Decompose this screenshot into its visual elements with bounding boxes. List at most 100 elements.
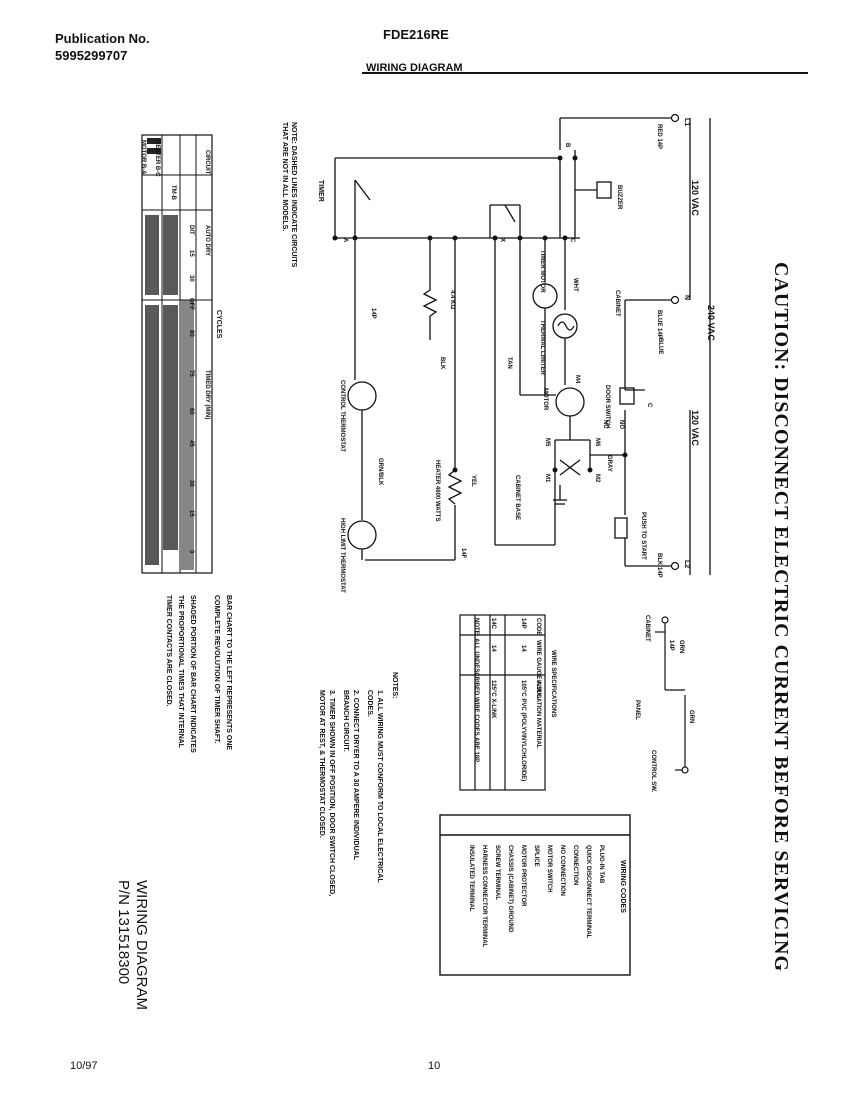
- cycles-row-motor: MOTOR B-A: [140, 140, 146, 175]
- label-l1-wire: RED 14P: [656, 124, 662, 150]
- wire-spec-note: NOTE: ALL UNDESCRIBED WIRE CODES ARE 18P…: [473, 618, 479, 764]
- cycles-timed-30: 30: [188, 480, 194, 487]
- label-wire-14p: 14P: [370, 308, 376, 319]
- wiring-code-7: MOTOR PROTECTOR: [520, 845, 526, 907]
- wiring-code-10: HARNESS CONNECTOR TERMINAL: [481, 845, 487, 948]
- bar-chart-note-5: TIMER CONTACTS ARE CLOSED.: [165, 595, 172, 707]
- label-m4: M4: [574, 375, 580, 384]
- label-buzzer: BUZZER: [616, 185, 622, 210]
- footer-page: 10: [428, 1060, 441, 1072]
- label-wht: WHT: [572, 278, 578, 292]
- wire-spec-row2-gauge: 14: [490, 645, 496, 652]
- ground-label-14p: 14P: [668, 640, 674, 651]
- cycles-timed-75: 75: [188, 370, 194, 377]
- wiring-codes-title: WIRING CODES: [619, 860, 626, 913]
- wire-spec-table: [459, 614, 546, 791]
- label-tan: TAN: [506, 357, 512, 369]
- wire-spec-header-insulation: INSULATION MATERIAL: [535, 680, 541, 749]
- l1-terminal: [670, 113, 680, 123]
- bar-chart-note-3: SHADED PORTION OF BAR CHART INDICATES: [189, 595, 196, 753]
- motor-symbol: [555, 387, 585, 417]
- label-nc: NC: [602, 420, 608, 429]
- bar-chart-note-1: BAR CHART TO THE LEFT REPRESENTS ONE: [225, 595, 232, 751]
- part-number: P/N 131518300: [115, 880, 132, 985]
- wire-spec-row1-gauge: 14: [520, 645, 526, 652]
- cycles-timed-45: 45: [188, 440, 194, 447]
- cycles-row-tm: TM-B: [170, 185, 176, 200]
- label-gray: GRAY: [606, 455, 612, 472]
- wiring-code-3: CONNECTION: [572, 845, 578, 886]
- ground-label-control: CONTROL SW.: [650, 750, 656, 793]
- header-rule: [362, 72, 808, 74]
- label-high-limit-thermostat: HIGH LIMIT THERMOSTAT: [339, 518, 345, 593]
- note-1: 1. ALL WIRING MUST CONFORM TO LOCAL ELEC…: [366, 690, 383, 883]
- caution-text: CAUTION: DISCONNECT ELECTRIC CURRENT BEF…: [770, 262, 792, 973]
- notes-title: NOTES:: [391, 672, 398, 699]
- label-no: NO: [618, 420, 624, 429]
- label-push-to-start: PUSH TO START: [640, 512, 646, 560]
- publication-number: 5995299707: [55, 48, 128, 63]
- push-to-start-body: [614, 517, 628, 539]
- label-term-b: B: [564, 143, 570, 148]
- label-cabinet: CABINET: [614, 290, 620, 317]
- label-motor: MOTOR: [542, 388, 548, 411]
- label-blue: BLUE: [657, 338, 663, 355]
- label-cabinet-base: CABINET BASE: [514, 475, 520, 521]
- cycles-auto-30: 30: [188, 275, 194, 282]
- n-terminal: [670, 295, 680, 305]
- wiring-code-2: QUICK DISCONNECT TERMINAL: [585, 845, 591, 939]
- label-timer: TIMER: [317, 180, 324, 202]
- label-thermal-limiter: THERMAL LIMITER: [539, 320, 545, 375]
- label-term-c: C: [569, 238, 575, 243]
- wiring-code-9: SCREW TERMINAL: [494, 845, 500, 900]
- ground-label-cabinet: CABINET: [644, 615, 650, 642]
- cycles-col-auto: AUTO DRY: [204, 225, 210, 257]
- cycles-col-off: OFF: [188, 298, 194, 310]
- note-3: 3. TIMER SHOWN IN OFF POSITION, DOOR SWI…: [318, 690, 335, 897]
- wire-spec-header-code: CODE: [535, 618, 541, 636]
- cycles-col-timed: TIMED DRY (MIN): [204, 370, 210, 420]
- model-number: FDE216RE: [383, 27, 449, 42]
- buzzer-body: [596, 181, 612, 199]
- label-m6: M6: [594, 438, 600, 447]
- l2-terminal: [670, 561, 680, 571]
- wiring-code-4: NO CONNECTION: [559, 845, 565, 896]
- wire-spec-row1-insulation: 105°C PVC (POLYVINYLCHLORIDE): [520, 680, 526, 782]
- wire-spec-row2-code: 14C: [490, 618, 496, 630]
- wiring-code-11: INSULATED TERMINAL: [468, 845, 474, 912]
- ground-label-grn-1: GRN: [678, 640, 684, 654]
- label-grn-blk: GRN/BLK: [377, 458, 383, 486]
- label-m1: M1: [544, 474, 550, 483]
- wiring-code-8: CHASSIS (CABINET) GROUND: [507, 845, 513, 933]
- label-120vac-right: 120 VAC: [690, 410, 700, 446]
- bar-chart-note-2: COMPLETE REVOLUTION OF TIMER SHAFT.: [213, 595, 220, 744]
- cycles-circuit-header: CIRCUIT: [204, 150, 210, 175]
- ground-label-panel: PANEL: [634, 700, 640, 720]
- ground-symbols: [655, 616, 689, 774]
- label-term-x: X: [499, 238, 505, 243]
- cycles-timed-60: 60: [188, 408, 194, 415]
- timer-motor-symbol: [532, 283, 558, 309]
- label-heater: HEATER 4800 WATTS: [434, 460, 440, 522]
- label-resistor: 4.4 KΩ: [449, 290, 455, 310]
- part-label: WIRING DIAGRAM: [133, 880, 150, 1010]
- cycles-timed-15: 15: [188, 510, 194, 517]
- label-m2: M2: [594, 474, 600, 483]
- label-l1: L1: [683, 118, 690, 127]
- bar-chart-note-4: THE PROPORTIONAL TIMES THAT INTERNAL: [177, 595, 184, 748]
- label-n: N: [683, 295, 690, 301]
- cycles-row-heater: HEATER B-C: [154, 140, 160, 177]
- heater-element: [447, 469, 463, 505]
- page-title: WIRING DIAGRAM: [366, 62, 463, 74]
- wiring-code-5: MOTOR SWITCH: [546, 845, 552, 893]
- dashed-lines-note: NOTE: DASHED LINES INDICATE CIRCUITS THA…: [281, 122, 297, 268]
- publication-label: Publication No.: [55, 31, 150, 46]
- cycle-bar-chart: [141, 134, 213, 574]
- label-timer-motor: TIMER MOTOR: [539, 250, 545, 293]
- wiring-codes-box: [439, 814, 631, 976]
- label-term-a: A: [342, 238, 348, 243]
- cycles-auto-15: 15: [188, 250, 194, 257]
- wire-spec-title: WIRE SPECIFICATIONS: [550, 650, 556, 718]
- wiring-code-1: PLUG-IN TAB: [598, 845, 604, 884]
